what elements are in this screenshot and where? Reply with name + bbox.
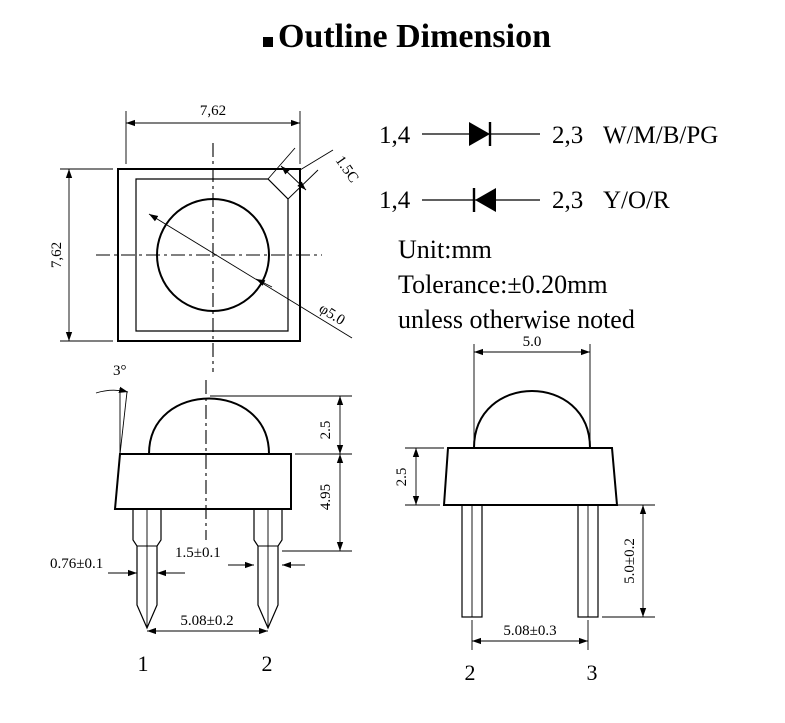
right-pin-3: 3 (587, 660, 598, 685)
polarity-2-right: 2,3 (552, 187, 583, 214)
chamfer-label: 1.5C (332, 153, 362, 186)
angle-line-a (119, 391, 128, 455)
width-label: 7,62 (200, 103, 226, 119)
lens-height-label: 2.5 (318, 421, 334, 440)
right-pin-2: 2 (465, 660, 476, 685)
title-bullet-icon (263, 37, 273, 47)
top-view: 7,62 7,62 1.5C φ5.0 (49, 103, 361, 372)
polarity-2-colors: Y/O/R (603, 187, 670, 214)
chamfer-extension-a (267, 147, 296, 180)
right-pitch-label: 5.08±0.3 (503, 623, 556, 639)
right-body-height-label: 2.5 (394, 468, 410, 487)
top-view-inner-body (135, 178, 289, 332)
diameter-leader (148, 213, 353, 339)
side-view-right: 5.0 2.5 5.0±0.2 5.08±0.3 2 3 (394, 334, 655, 685)
polarity-1-colors: W/M/B/PG (603, 122, 718, 149)
polarity-row-1: 1,4 2,3 W/M/B/PG (379, 122, 718, 149)
angle-label: 3° (113, 363, 127, 379)
body-height-label: 4.95 (318, 484, 334, 510)
page-title: Outline Dimension (278, 18, 551, 55)
left-lens-dome (148, 397, 270, 455)
chamfer-extension-b (287, 169, 319, 200)
left-pitch-label: 5.08±0.2 (180, 613, 233, 629)
diameter-label: φ5.0 (316, 301, 348, 329)
unit-note: Unit:mm (398, 235, 492, 264)
right-lens-dome (473, 390, 591, 449)
lead-length-label: 5.0±0.2 (622, 538, 638, 584)
left-body (113, 453, 292, 510)
diameter-arrow (255, 278, 273, 288)
tolerance-note: Tolerance:±0.20mm (398, 270, 608, 299)
lead-width-label: 0.76±0.1 (50, 556, 103, 572)
lead-shoulder-label: 1.5±0.1 (175, 545, 221, 561)
unless-note: unless otherwise noted (398, 305, 635, 334)
polarity-2-left: 1,4 (379, 187, 411, 214)
diode-right-icon (469, 122, 490, 146)
height-label: 7,62 (49, 242, 65, 268)
polarity-row-2: 1,4 2,3 Y/O/R (379, 187, 670, 214)
side-view-left: 3° 2.5 4.95 0.76±0.1 1.5±0.1 5.08±0.2 1 … (50, 363, 352, 676)
polarity-1-left: 1,4 (379, 122, 411, 149)
left-pin-2: 2 (262, 651, 273, 676)
chamfer-leader (299, 149, 334, 171)
right-body (442, 447, 619, 506)
polarity-1-right: 2,3 (552, 122, 583, 149)
left-pin-1: 1 (138, 651, 149, 676)
angle-arc (95, 386, 129, 394)
lens-width-label: 5.0 (523, 334, 542, 350)
diode-left-icon (475, 188, 496, 212)
chamfer-dimension-line (280, 165, 307, 191)
